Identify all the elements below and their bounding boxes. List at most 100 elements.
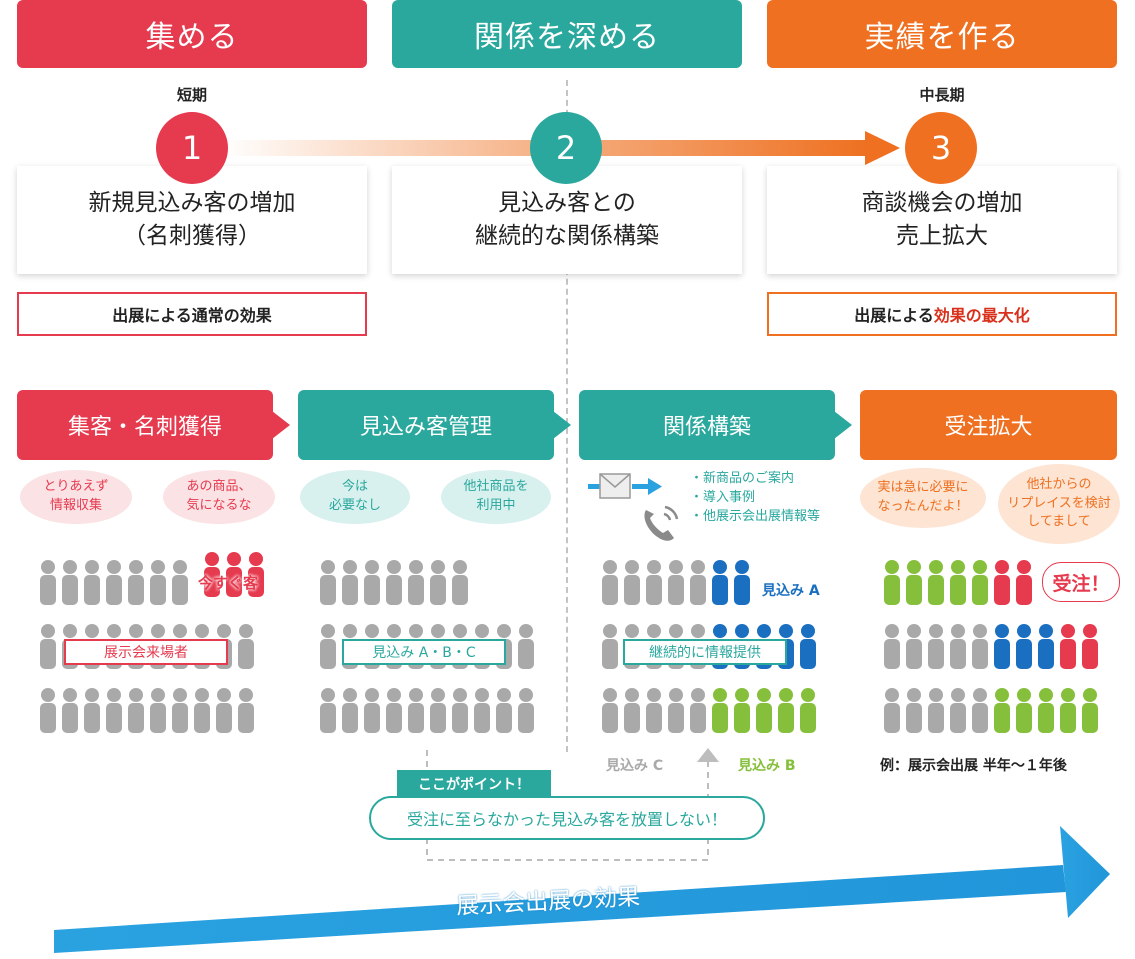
order-badge: 受注！ (1042, 562, 1120, 602)
person-figure (172, 688, 188, 733)
person-figure (928, 624, 944, 669)
phase-1-circle: 1 (156, 112, 228, 184)
person-figure (1016, 560, 1032, 605)
person-figure (408, 560, 424, 605)
bullet-other-shows: ・他展示会出展情報等 (690, 508, 821, 524)
person-figure (950, 560, 966, 605)
person-figure (452, 688, 468, 733)
person-figure (972, 560, 988, 605)
person-figure (128, 688, 144, 733)
person-figure (1060, 688, 1076, 733)
person-figure (884, 560, 900, 605)
phase-3-circle: 3 (905, 112, 977, 184)
bubble-urgent-need: 実は急に必要になったんだよ！ (860, 468, 986, 528)
person-figure (496, 688, 512, 733)
person-figure (408, 688, 424, 733)
tag-prospects-abc: 見込み A・B・C (342, 639, 506, 665)
person-figure (884, 688, 900, 733)
person-figure (668, 688, 684, 733)
label-now-customers: 今すぐ客 (198, 574, 259, 592)
step-order: 受注拡大 (860, 390, 1117, 460)
person-figure (950, 688, 966, 733)
person-figure (106, 688, 122, 733)
term-long: 中長期 (919, 86, 965, 104)
person-figure (226, 552, 242, 597)
person-figure (950, 624, 966, 669)
person-figure (320, 624, 336, 669)
bubble-replace: 他社からのリプレイスを検討してまして (998, 464, 1120, 544)
effect-max-highlight: 効果の最大化 (933, 306, 1030, 325)
person-figure (1060, 624, 1076, 669)
person-figure (906, 560, 922, 605)
person-figure (364, 560, 380, 605)
person-figure (734, 560, 750, 605)
person-figure (238, 688, 254, 733)
bullet-new-products: ・新商品のご案内 (690, 471, 795, 486)
phase-1-line2: （名刺獲得） (123, 223, 261, 249)
effect-arrow (0, 820, 1135, 959)
phase-2-card: 見込み客との 継続的な関係構築 (392, 166, 742, 274)
phase-1-line1: 新規見込み客の増加 (88, 189, 296, 216)
person-figure (800, 624, 816, 669)
person-figure (756, 688, 772, 733)
phone-icon (638, 500, 682, 548)
bubble-not-needed: 今は必要なし (300, 470, 410, 524)
person-figure (386, 688, 402, 733)
person-figure (1016, 624, 1032, 669)
phase-3-card: 商談機会の増加 売上拡大 (767, 166, 1117, 274)
person-figure (1038, 688, 1054, 733)
person-figure (430, 560, 446, 605)
person-figure (430, 688, 446, 733)
person-figure (248, 552, 264, 597)
effect-max-prefix: 出展による (854, 306, 934, 325)
bubble-interested: あの商品、気になるな (163, 470, 275, 524)
person-figure (128, 560, 144, 605)
label-prospect-b: 見込み B (738, 758, 796, 774)
bullet-case-studies: ・導入事例 (690, 489, 756, 505)
person-figure (194, 688, 210, 733)
person-figure (320, 688, 336, 733)
person-figure (342, 560, 358, 605)
person-figure (602, 688, 618, 733)
person-figure (712, 560, 728, 605)
person-figure (238, 624, 254, 669)
person-figure (994, 624, 1010, 669)
person-figure (994, 688, 1010, 733)
person-figure (906, 688, 922, 733)
person-figure (690, 560, 706, 605)
person-figure (150, 560, 166, 605)
tag-continuous-info: 継続的に情報提供 (623, 639, 787, 665)
person-figure (40, 560, 56, 605)
phase-3-line1: 商談機会の増加 (861, 189, 1023, 216)
person-figure (40, 688, 56, 733)
header-deepen: 関係を深める (392, 0, 742, 68)
mail-icon (588, 472, 664, 506)
phase-2-circle: 2 (530, 112, 602, 184)
person-figure (518, 688, 534, 733)
person-figure (40, 624, 56, 669)
person-figure (106, 560, 122, 605)
step-collect: 集客・名刺獲得 (17, 390, 273, 460)
label-prospect-c: 見込み C (606, 758, 664, 774)
person-figure (646, 688, 662, 733)
person-figure (972, 688, 988, 733)
label-prospect-a: 見込み A (762, 583, 820, 599)
person-figure (474, 688, 490, 733)
person-figure (342, 688, 358, 733)
phase-1-card: 新規見込み客の増加 （名刺獲得） (17, 166, 367, 274)
step-relation-pointer (834, 411, 852, 439)
person-figure (364, 688, 380, 733)
point-message: 受注に至らなかった見込み客を放置しない！ (369, 796, 765, 840)
person-figure (204, 552, 220, 597)
person-figure (800, 688, 816, 733)
person-figure (1082, 624, 1098, 669)
person-figure (518, 624, 534, 669)
person-figure (778, 688, 794, 733)
effect-normal: 出展による通常の効果 (17, 292, 367, 336)
phase-3-line2: 売上拡大 (896, 223, 988, 249)
step-collect-pointer (272, 411, 290, 439)
person-figure (734, 688, 750, 733)
person-figure (884, 624, 900, 669)
step-manage-pointer (553, 411, 571, 439)
person-figure (1038, 624, 1054, 669)
